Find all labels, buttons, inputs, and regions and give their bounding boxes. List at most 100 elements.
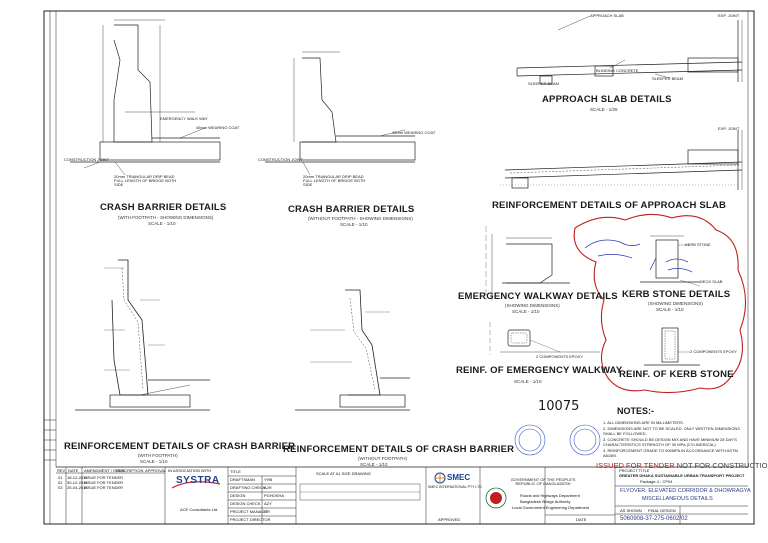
government-line-4: Local Government Engineering Department bbox=[512, 505, 590, 510]
margin-grid bbox=[44, 11, 56, 524]
note-drip-bead-1: 20mm TRIANGULAR DRIP BEAD FULL LENGTH OF… bbox=[114, 174, 177, 187]
issue-stamp: ISSUED FOR TENDER NOT FOR CONSTRUCTION bbox=[596, 462, 768, 470]
scale-crash-barrier-no-walkway: SCALE - 1/10 bbox=[340, 222, 368, 227]
scale-emergency-walkway: SCALE - 1/10 bbox=[512, 309, 540, 314]
rev-desc: ISSUE FOR TENDER bbox=[84, 480, 124, 485]
label-wearing-coat-2: 45mm WEARING COAT bbox=[392, 130, 436, 135]
scale-barrier-reinforcement-no-walkway: SCALE - 1/10 bbox=[360, 462, 388, 467]
title-crash-barrier-no-walkway: CRASH BARRIER DETAILS bbox=[288, 204, 415, 215]
not-for-construction: NOT FOR CONSTRUCTION bbox=[676, 461, 768, 470]
label-kerb-stone: KERB STONE bbox=[685, 242, 711, 247]
sub-kerb-stone: (SHOWING DIMENSIONS) bbox=[648, 301, 703, 306]
rev-desc: ISSUE FOR TENDER bbox=[84, 475, 124, 480]
approved-label: APPROVED bbox=[438, 517, 461, 522]
title-emergency-walkway: EMERGENCY WALKWAY DETAILS bbox=[458, 291, 618, 302]
scale-crash-barrier-walkway: SCALE - 1/10 bbox=[148, 221, 176, 226]
label-epoxy-2: 2 COMPONENTS EPOXY bbox=[690, 349, 737, 354]
barrier-reinforcement-1 bbox=[75, 259, 210, 411]
rev-header: DATE bbox=[68, 468, 79, 473]
role-label: DRAFTING CHECK bbox=[230, 485, 266, 490]
sheet-subtitle: MISCELLANEOUS DETAILS bbox=[642, 496, 713, 502]
systra-logo: SYSTRA bbox=[176, 475, 220, 486]
sub-crash-barrier-no-walkway: (WITHOUT FOOTPATH - SHOWING DIMENSIONS) bbox=[308, 216, 413, 221]
government-line-1: GOVERNMENT OF THE PEOPLE'S REPUBLIC OF B… bbox=[510, 477, 576, 486]
title-emergency-walkway-reinforcement: REINF. OF EMERGENCY WALKWAY bbox=[456, 365, 623, 376]
label-deck-slab: DECK SLAB bbox=[700, 279, 723, 284]
sub-crash-barrier-walkway: (WITH FOOTPATH - SHOWING DIMENSIONS) bbox=[118, 215, 214, 220]
role-value: PGHOSHA bbox=[264, 493, 285, 498]
role-value: AZY bbox=[264, 501, 272, 506]
scale-emergency-walkway-reinforcement: SCALE - 1/10 bbox=[514, 379, 542, 384]
title-kerb-stone: KERB STONE DETAILS bbox=[622, 289, 731, 300]
rev-header: DESCRIPTION bbox=[116, 468, 144, 473]
crash-barrier-profile-1 bbox=[70, 19, 221, 176]
label-wearing-coat-1: 45mm WEARING COAT bbox=[196, 125, 240, 130]
government-line-2: Roads and Highways Department bbox=[520, 493, 580, 498]
label-epoxy-1: 2 COMPONENTS EPOXY bbox=[536, 354, 583, 359]
role-label: PROJECT DIRECTOR bbox=[230, 517, 271, 522]
ace-consultants: ACE Consultants Ltd. bbox=[180, 507, 219, 512]
label-approach-slab: APPROACH SLAB bbox=[590, 13, 624, 18]
title-label: TITLE bbox=[230, 469, 241, 474]
role-value: IT bbox=[264, 509, 268, 514]
note-item: 3. CONCRETE SHOULD BE DESIGN MIX AND HAV… bbox=[603, 437, 737, 447]
label-exp-joint-1: EXP. JOINT bbox=[718, 13, 740, 18]
approach-slab-section bbox=[516, 15, 743, 85]
sub-barrier-reinforcement-walkway: (WITH FOOTPATH) bbox=[138, 453, 178, 458]
sheet-title: FLYOVER, ELEVATED CORRIDOR & DHOWRAGYA bbox=[620, 488, 751, 494]
scale-label: SCALE AT A1 SIZE DRAWING bbox=[316, 471, 371, 476]
title-crash-barrier-walkway: CRASH BARRIER DETAILS bbox=[100, 202, 227, 213]
project-label: PROJECT TITLE bbox=[619, 468, 650, 473]
government-line-3: Bangladesh Bridge Authority bbox=[520, 499, 571, 504]
sub-emergency-walkway: (SHOWING DIMENSIONS) bbox=[505, 303, 560, 308]
notes-title: NOTES:- bbox=[617, 406, 654, 416]
emergency-walkway-section bbox=[485, 226, 570, 300]
rev-date: 18-12-2016 bbox=[67, 475, 88, 480]
date-label: DATE bbox=[576, 517, 587, 522]
approach-slab-reinforcement bbox=[500, 130, 743, 190]
design-phase: FINAL DESIGN bbox=[648, 508, 676, 513]
emergency-walkway-reinforcement bbox=[489, 322, 600, 355]
label-construction-joint-1: CONSTRUCTION JOINT bbox=[64, 157, 109, 162]
note-drip-bead-2: 20mm TRIANGULAR DRIP BEAD FULL LENGTH OF… bbox=[303, 174, 366, 187]
label-exp-joint-2: EXP. JOINT bbox=[718, 126, 740, 131]
rev-header: REV bbox=[57, 468, 66, 473]
rev-number: 02 bbox=[58, 480, 63, 485]
seals bbox=[514, 424, 601, 456]
handwritten-number: 10075 bbox=[538, 399, 580, 414]
markup-cloud bbox=[573, 213, 747, 394]
drawing-number: 5060908-37-275-0602/02 bbox=[620, 516, 688, 522]
role-label: DESIGN CHECK bbox=[230, 501, 261, 506]
note-item: 2. DIMENSIONS ARE NOT TO BE SCALED. ONLY… bbox=[603, 426, 740, 436]
label-blinding-concrete: BLINDING CONCRETE bbox=[596, 68, 639, 73]
label-emergency-walkway: EMERGENCY WALK WAY bbox=[160, 116, 208, 121]
association-label: IN ASSOCIATION WITH bbox=[168, 468, 212, 473]
note-item: 4. REINFORCEMENT GRADE TO 500MPA IN ACCO… bbox=[603, 448, 738, 458]
barrier-reinforcement-2 bbox=[295, 289, 410, 411]
title-approach-slab: APPROACH SLAB DETAILS bbox=[542, 94, 672, 105]
rev-number: 01 bbox=[58, 475, 63, 480]
notes-list: 1. ALL DIMENSIONS ARE IN MILLIMETERS. 2.… bbox=[603, 420, 743, 458]
rev-desc: ISSUE FOR TENDER bbox=[84, 485, 124, 490]
role-value: AJH bbox=[264, 485, 272, 490]
government-emblem bbox=[485, 487, 507, 509]
smec-logo-mark bbox=[434, 472, 446, 484]
scale-status: AS SHOWN bbox=[620, 508, 642, 513]
rev-number: 03 bbox=[58, 485, 63, 490]
package-label: Package 4 - CP04 bbox=[640, 479, 673, 484]
rev-date: 25-04-2016 bbox=[67, 485, 88, 490]
systra-logo-mark bbox=[171, 481, 221, 489]
title-kerb-stone-reinforcement: REINF. OF KERB STONE bbox=[619, 369, 734, 380]
sub-barrier-reinforcement-no-walkway: (WITHOUT FOOTPATH) bbox=[358, 456, 407, 461]
label-construction-joint-2: CONSTRUCTION JOINT bbox=[258, 157, 303, 162]
label-sleeper-beam-2: SLEEPER BEAM bbox=[652, 76, 683, 81]
label-sleeper-beam-1: SLEEPER BEAM bbox=[528, 81, 559, 86]
issued-for-tender: ISSUED FOR TENDER bbox=[596, 461, 675, 470]
scale-approach-slab: SCALE - 1/25 bbox=[590, 107, 618, 112]
role-label: DRAFTSMAN bbox=[230, 477, 255, 482]
role-label: DESIGN bbox=[230, 493, 246, 498]
smec-logo: SMEC bbox=[447, 473, 471, 482]
scale-barrier-reinforcement-walkway: SCALE - 1/10 bbox=[140, 459, 168, 464]
